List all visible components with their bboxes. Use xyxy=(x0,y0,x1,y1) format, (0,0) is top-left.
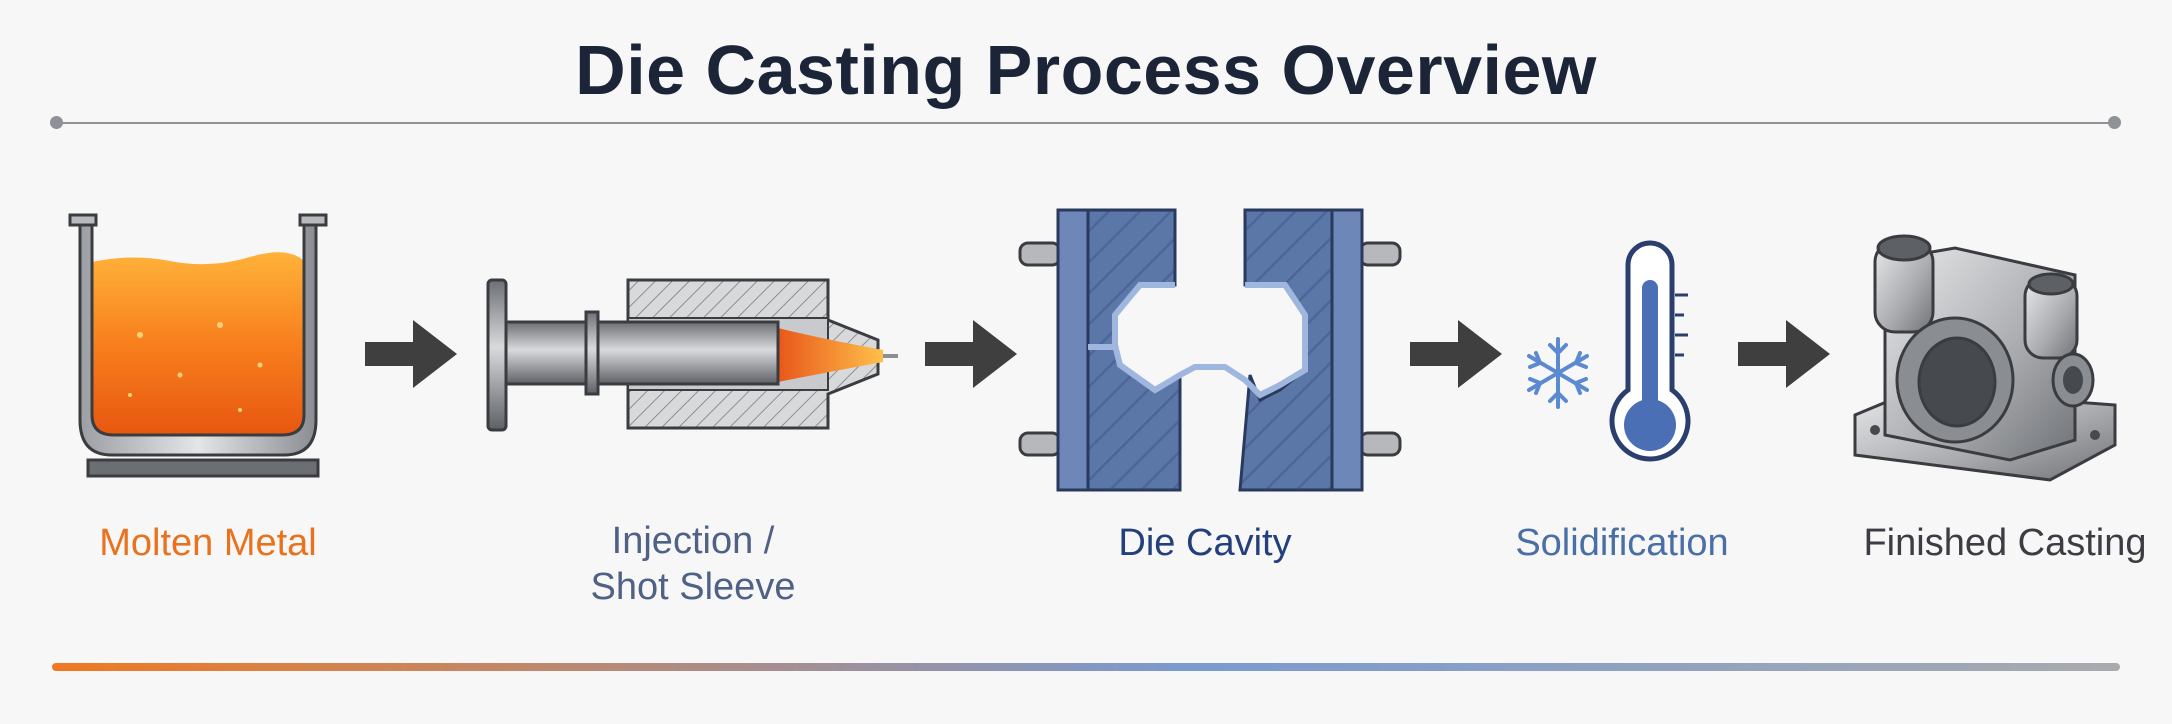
arrow-right-icon xyxy=(1410,320,1502,388)
arrow-right-icon xyxy=(365,320,457,388)
ladle-icon xyxy=(68,213,328,478)
casting-part-icon xyxy=(1853,234,2117,482)
rule-endpoint-right xyxy=(2108,116,2121,129)
arrow-right-icon xyxy=(1738,320,1830,388)
snowflake-icon xyxy=(1527,337,1589,409)
process-gradient-bar xyxy=(52,663,2120,671)
stage-finished-casting xyxy=(1845,230,2125,495)
stage-injection xyxy=(486,278,908,438)
title-divider xyxy=(52,122,2120,124)
page-title: Die Casting Process Overview xyxy=(575,31,1597,109)
stage-die-cavity xyxy=(1018,205,1402,495)
stage-label-die-cavity: Die Cavity xyxy=(1118,522,1292,564)
die-halves-icon xyxy=(1018,208,1402,492)
stage-molten-metal xyxy=(68,213,340,480)
shot-sleeve-icon xyxy=(486,278,898,432)
arrow-right-icon xyxy=(925,320,1017,388)
stage-label-solidification: Solidification xyxy=(1515,522,1729,564)
stage-label-molten-metal: Molten Metal xyxy=(99,522,317,564)
stage-label-finished-casting: Finished Casting xyxy=(1863,522,2147,564)
thermometer-snowflake-icon xyxy=(1527,240,1691,462)
stage-label-injection: Injection / Shot Sleeve xyxy=(590,520,796,608)
stage-solidification xyxy=(1520,240,1720,475)
